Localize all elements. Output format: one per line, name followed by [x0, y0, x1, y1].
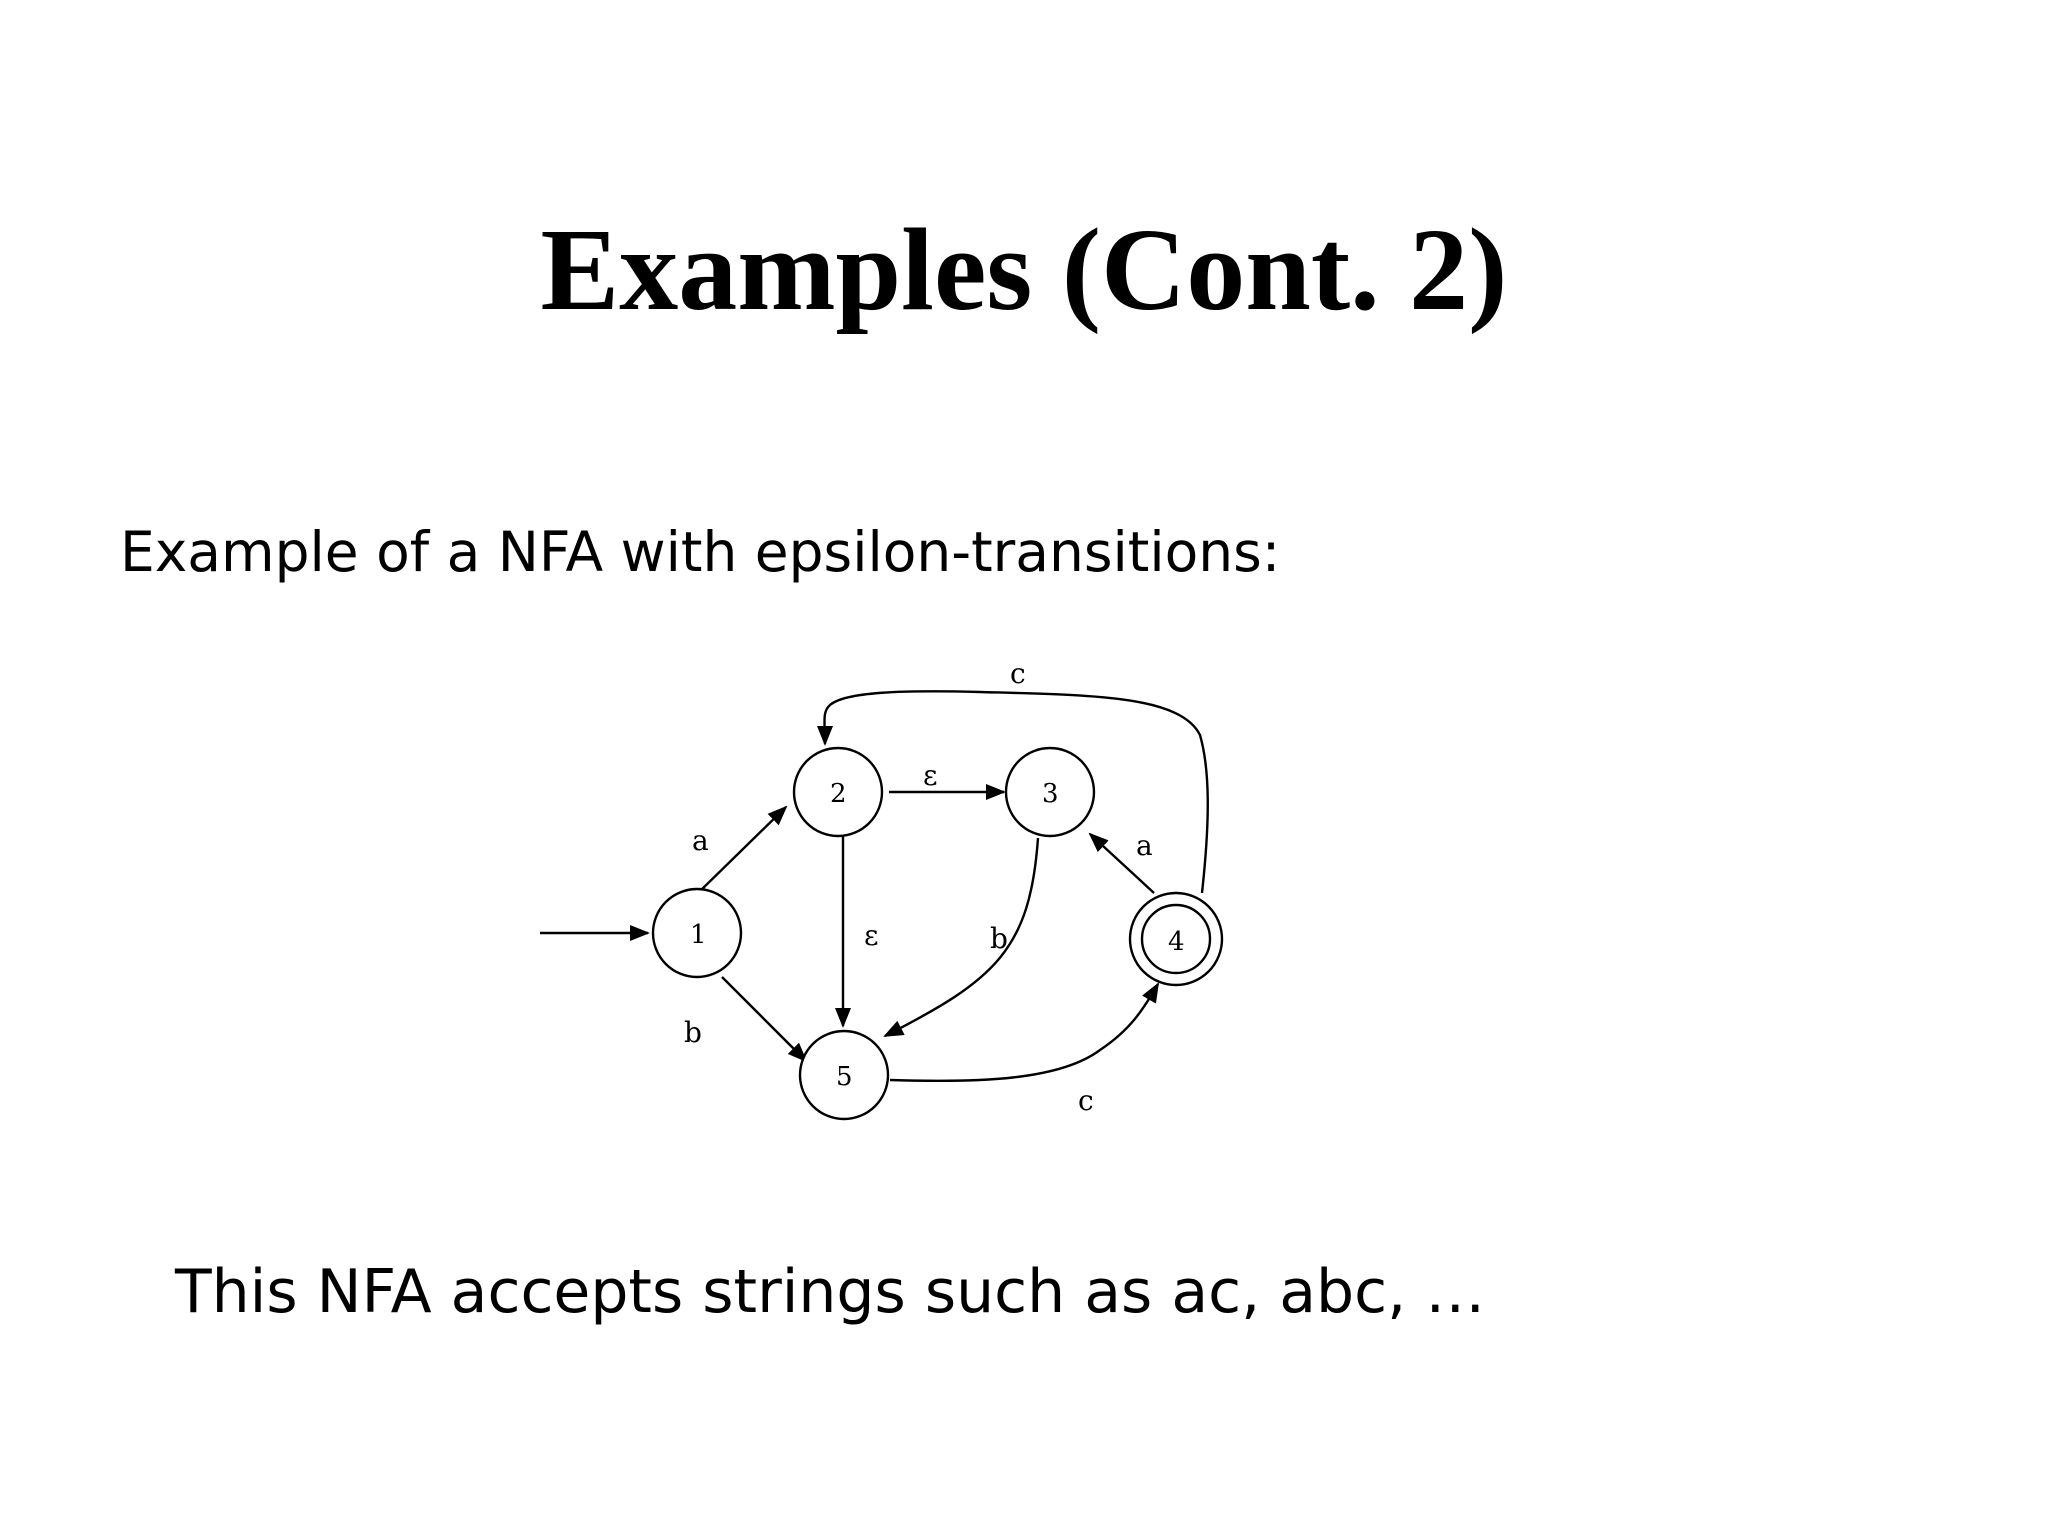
edge-3-5-label: b — [990, 922, 1008, 955]
edge-1-5 — [721, 976, 808, 1063]
state-4-inner — [1140, 903, 1212, 975]
edge-2-3-label: ε — [923, 759, 938, 792]
edge-1-2 — [696, 805, 788, 895]
state-2 — [792, 746, 884, 838]
caption-text: This NFA accepts strings such as ac, abc… — [175, 1257, 1486, 1327]
state-2-label: 2 — [830, 779, 847, 809]
state-1-label: 1 — [690, 920, 707, 950]
edge-1-2-label: a — [692, 824, 709, 857]
edge-5-4-label: c — [1078, 1084, 1094, 1117]
state-3-label: 3 — [1042, 779, 1059, 809]
state-5 — [798, 1029, 890, 1121]
edge-1-5-label: b — [684, 1016, 702, 1049]
slide-title: Examples (Cont. 2) — [540, 204, 1508, 335]
edge-4-3 — [1088, 832, 1155, 894]
edge-4-3-label: a — [1136, 829, 1153, 862]
state-3 — [1004, 746, 1096, 838]
edge-2-5-label: ε — [864, 919, 879, 952]
state-4-label: 4 — [1168, 927, 1185, 957]
state-5-label: 5 — [836, 1062, 853, 1092]
intro-text: Example of a NFA with epsilon-transition… — [120, 520, 1281, 584]
state-1 — [651, 887, 743, 979]
edge-5-4 — [889, 982, 1160, 1083]
edge-3-5 — [883, 837, 1040, 1038]
edge-4-2 — [816, 690, 1209, 894]
edge-4-2-label: c — [1010, 657, 1026, 690]
